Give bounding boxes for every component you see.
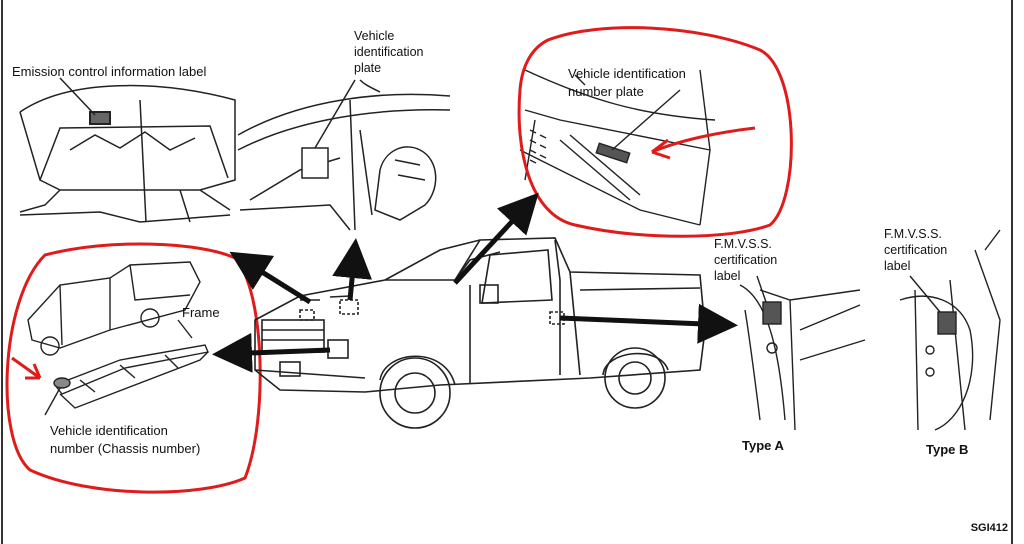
chassis-highlight-circle — [5, 242, 262, 494]
pickup-truck — [254, 237, 706, 429]
fmvss-a-caption-line3: label — [714, 269, 741, 283]
emission-label-caption: Emission control information label — [12, 64, 207, 79]
fmvss-b-caption-line3: label — [884, 259, 911, 273]
hood-open-panel — [19, 77, 236, 223]
fmvss-a-caption-line2: certification — [714, 253, 778, 267]
type-b-caption: Type B — [926, 442, 969, 457]
chassis-number-caption-line1: Vehicle identification — [50, 423, 168, 438]
chassis-number-caption-line2: number (Chassis number) — [50, 441, 201, 456]
vin-plate-caption-line3: plate — [354, 61, 382, 75]
windshield-panel — [519, 69, 716, 226]
vin-plate-caption-line1: Vehicle — [354, 29, 395, 43]
vin-plate-caption-line2: identification — [354, 45, 424, 59]
figure-code: SGI412 — [970, 522, 1008, 534]
door-jamb-type-b — [899, 229, 1001, 431]
fmvss-b-caption-line2: certification — [884, 243, 948, 257]
windshield-highlight-arrow — [651, 126, 756, 154]
door-jamb-type-a — [739, 275, 866, 431]
fmvss-a-caption-line1: F.M.V.S.S. — [714, 237, 772, 251]
chassis-highlight-arrow — [11, 356, 41, 380]
vin-number-plate-caption-line2: number plate — [568, 84, 644, 99]
fmvss-b-caption-line1: F.M.V.S.S. — [884, 227, 942, 241]
cab-interior-panel — [237, 79, 451, 231]
chassis-frame-panel — [27, 261, 209, 416]
type-a-caption: Type A — [742, 438, 784, 453]
windshield-highlight-circle — [517, 26, 793, 238]
vin-number-plate-caption-line1: Vehicle identification — [568, 66, 686, 81]
pointer-arrows — [212, 192, 738, 373]
frame-caption: Frame — [182, 305, 220, 320]
